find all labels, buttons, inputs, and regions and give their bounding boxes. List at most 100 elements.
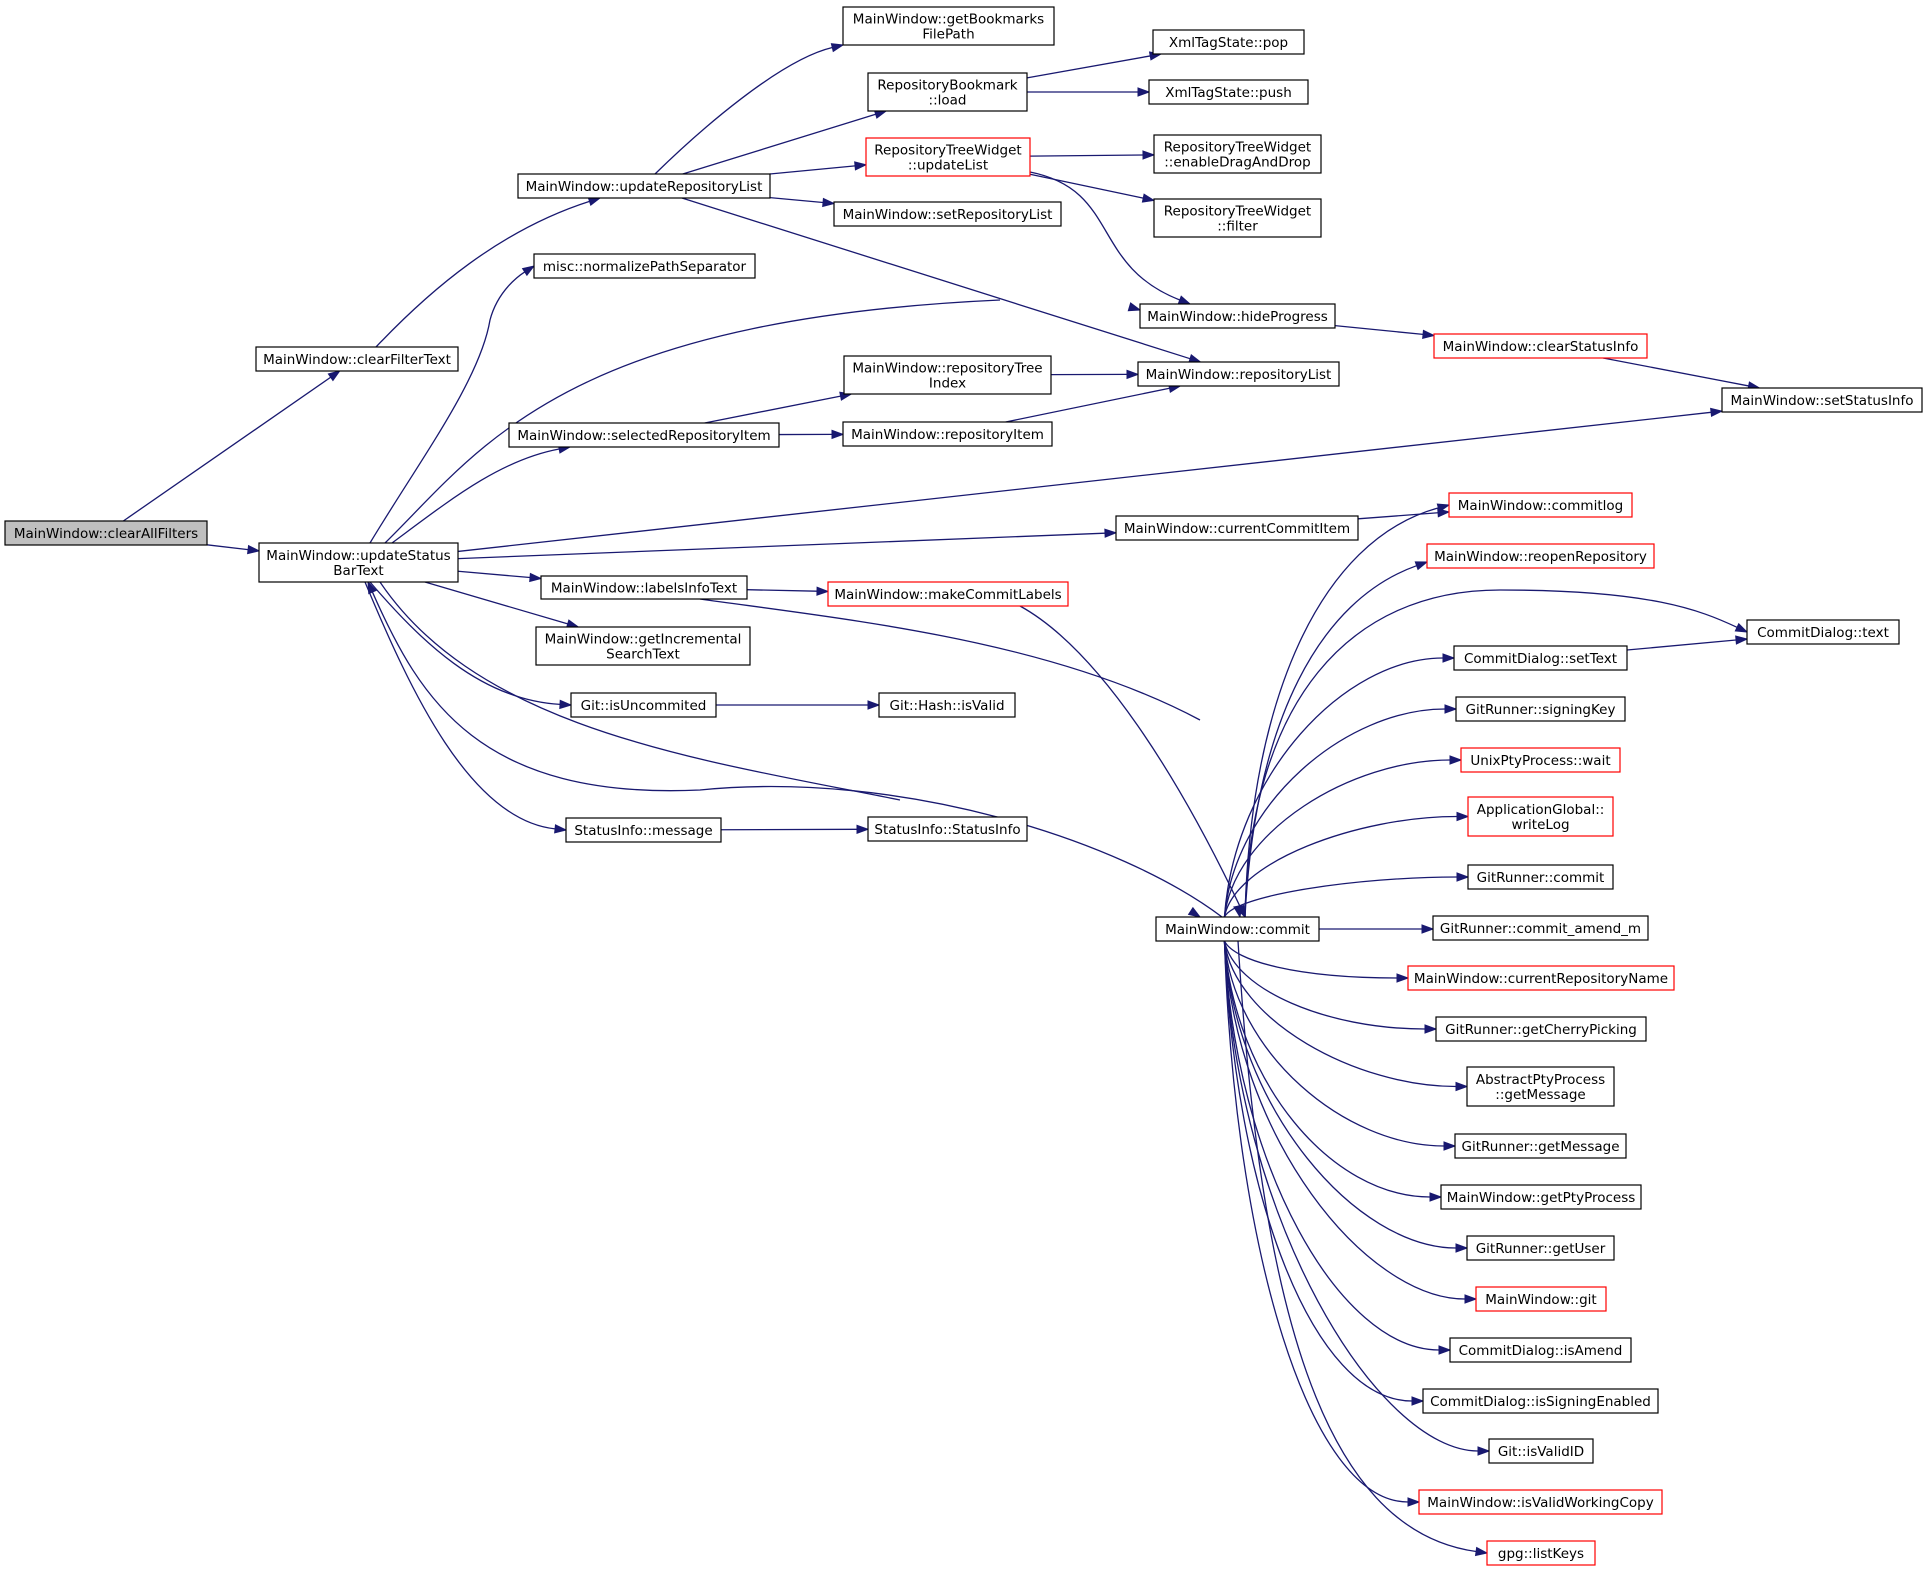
node-commitAmendM[interactable]: GitRunner::commit_amend_m <box>1432 915 1649 941</box>
node-getCherryPicking[interactable]: GitRunner::getCherryPicking <box>1435 1016 1647 1042</box>
node-isValidID[interactable]: Git::isValidID <box>1488 1438 1594 1464</box>
node-runnerGetMessage[interactable]: GitRunner::getMessage <box>1454 1133 1627 1159</box>
node-setStatusInfo[interactable]: MainWindow::setStatusInfo <box>1721 387 1923 413</box>
node-reopenRepository[interactable]: MainWindow::reopenRepository <box>1426 543 1655 569</box>
node-box[interactable] <box>1433 333 1648 359</box>
node-box[interactable] <box>833 201 1062 227</box>
node-labelsInfoText[interactable]: MainWindow::labelsInfoText <box>540 575 748 600</box>
node-box[interactable] <box>842 421 1053 447</box>
node-box[interactable] <box>1426 543 1655 569</box>
node-box[interactable] <box>1460 747 1621 773</box>
node-treeUpdateList[interactable]: RepositoryTreeWidget::updateList <box>865 137 1031 177</box>
node-box[interactable] <box>1418 1489 1663 1515</box>
node-box[interactable] <box>1432 915 1649 941</box>
node-box[interactable] <box>867 816 1028 842</box>
node-enableDragAndDrop[interactable]: RepositoryTreeWidget::enableDragAndDrop <box>1153 134 1322 174</box>
node-box[interactable] <box>1466 1235 1615 1261</box>
node-box[interactable] <box>827 581 1069 607</box>
node-box[interactable] <box>1467 796 1614 837</box>
node-box[interactable] <box>508 422 780 448</box>
node-updateRepositoryList[interactable]: MainWindow::updateRepositoryList <box>517 173 771 199</box>
node-box[interactable] <box>1721 387 1923 413</box>
node-message[interactable]: StatusInfo::message <box>565 817 722 843</box>
node-box[interactable] <box>1139 303 1336 329</box>
node-box[interactable] <box>258 542 459 583</box>
node-box[interactable] <box>1152 29 1305 55</box>
node-dialogText[interactable]: CommitDialog::text <box>1746 619 1900 645</box>
node-mwGit[interactable]: MainWindow::git <box>1475 1286 1607 1312</box>
node-box[interactable] <box>1455 696 1626 722</box>
node-ptyWait[interactable]: UnixPtyProcess::wait <box>1460 747 1621 773</box>
node-box[interactable] <box>1488 1438 1594 1464</box>
node-box[interactable] <box>1435 1016 1647 1042</box>
node-commit[interactable]: MainWindow::commit <box>1155 916 1320 942</box>
node-box[interactable] <box>1466 1066 1615 1107</box>
node-box[interactable] <box>1153 134 1322 174</box>
node-box[interactable] <box>533 253 756 279</box>
node-box[interactable] <box>4 520 208 546</box>
node-hideProgress[interactable]: MainWindow::hideProgress <box>1139 303 1336 329</box>
node-currentRepositoryName[interactable]: MainWindow::currentRepositoryName <box>1407 965 1675 991</box>
node-listKeys[interactable]: gpg::listKeys <box>1486 1540 1596 1566</box>
node-xmlPop[interactable]: XmlTagState::pop <box>1152 29 1305 55</box>
node-isUncommited[interactable]: Git::isUncommited <box>570 692 717 718</box>
node-box[interactable] <box>867 72 1028 112</box>
node-abstractGetMessage[interactable]: AbstractPtyProcess::getMessage <box>1466 1066 1615 1107</box>
node-box[interactable] <box>1440 1184 1642 1210</box>
node-box[interactable] <box>1746 619 1900 645</box>
node-isSigningEnabled[interactable]: CommitDialog::isSigningEnabled <box>1422 1388 1659 1414</box>
node-box[interactable] <box>1137 361 1340 387</box>
node-box[interactable] <box>1115 515 1359 541</box>
node-box[interactable] <box>1155 916 1320 942</box>
node-signingKey[interactable]: GitRunner::signingKey <box>1455 696 1626 722</box>
node-bookmarkLoad[interactable]: RepositoryBookmark::load <box>867 72 1028 112</box>
node-setRepositoryList[interactable]: MainWindow::setRepositoryList <box>833 201 1062 227</box>
node-box[interactable] <box>842 6 1055 46</box>
node-box[interactable] <box>535 626 751 666</box>
node-box[interactable] <box>1407 965 1675 991</box>
node-box[interactable] <box>540 575 748 600</box>
node-box[interactable] <box>255 346 459 372</box>
node-box[interactable] <box>878 692 1016 718</box>
node-box[interactable] <box>1153 198 1322 238</box>
node-selectedRepositoryItem[interactable]: MainWindow::selectedRepositoryItem <box>508 422 780 448</box>
node-box[interactable] <box>1486 1540 1596 1566</box>
node-box[interactable] <box>865 137 1031 177</box>
node-box[interactable] <box>1422 1388 1659 1414</box>
node-isAmend[interactable]: CommitDialog::isAmend <box>1449 1337 1632 1363</box>
node-runnerCommit[interactable]: GitRunner::commit <box>1467 864 1614 890</box>
node-box[interactable] <box>1448 492 1633 518</box>
node-treeFilter[interactable]: RepositoryTreeWidget::filter <box>1153 198 1322 238</box>
node-box[interactable] <box>517 173 771 199</box>
node-currentCommitItem[interactable]: MainWindow::currentCommitItem <box>1115 515 1359 541</box>
node-box[interactable] <box>1148 79 1309 105</box>
node-repositoryList[interactable]: MainWindow::repositoryList <box>1137 361 1340 387</box>
node-box[interactable] <box>1467 864 1614 890</box>
node-getPtyProcess[interactable]: MainWindow::getPtyProcess <box>1440 1184 1642 1210</box>
node-box[interactable] <box>1449 1337 1632 1363</box>
node-clearFilterText[interactable]: MainWindow::clearFilterText <box>255 346 459 372</box>
node-box[interactable] <box>1453 645 1628 671</box>
node-box[interactable] <box>1475 1286 1607 1312</box>
node-box[interactable] <box>843 355 1052 395</box>
node-box[interactable] <box>1454 1133 1627 1159</box>
node-writeLog[interactable]: ApplicationGlobal::writeLog <box>1467 796 1614 837</box>
node-normalizePathSeparator[interactable]: misc::normalizePathSeparator <box>533 253 756 279</box>
node-xmlPush[interactable]: XmlTagState::push <box>1148 79 1309 105</box>
node-dialogSetText[interactable]: CommitDialog::setText <box>1453 645 1628 671</box>
node-statusInfoCtor[interactable]: StatusInfo::StatusInfo <box>867 816 1028 842</box>
node-commitlog[interactable]: MainWindow::commitlog <box>1448 492 1633 518</box>
node-clearStatusInfo[interactable]: MainWindow::clearStatusInfo <box>1433 333 1648 359</box>
node-isValidWorkingCopy[interactable]: MainWindow::isValidWorkingCopy <box>1418 1489 1663 1515</box>
node-makeCommitLabels[interactable]: MainWindow::makeCommitLabels <box>827 581 1069 607</box>
node-hashIsValid[interactable]: Git::Hash::isValid <box>878 692 1016 718</box>
node-box[interactable] <box>565 817 722 843</box>
node-repositoryItem[interactable]: MainWindow::repositoryItem <box>842 421 1053 447</box>
node-box[interactable] <box>570 692 717 718</box>
node-getUser[interactable]: GitRunner::getUser <box>1466 1235 1615 1261</box>
node-clearAllFilters[interactable]: MainWindow::clearAllFilters <box>4 520 208 546</box>
